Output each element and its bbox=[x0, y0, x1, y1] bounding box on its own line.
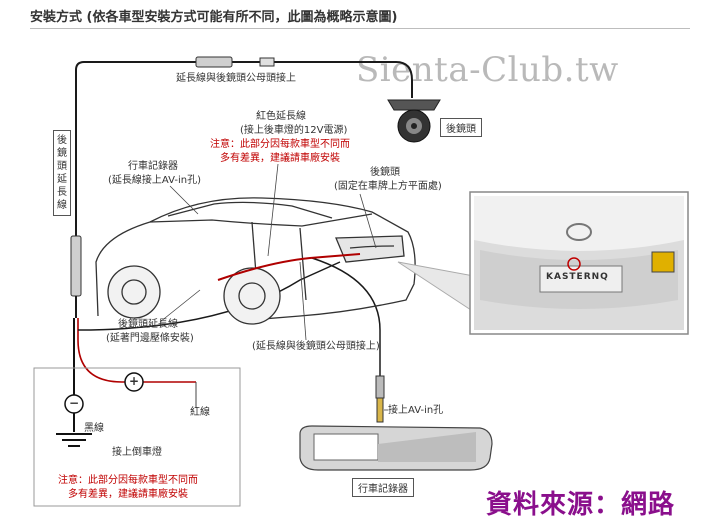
label-cam-ext-title: 後鏡頭延長線 bbox=[118, 319, 178, 330]
label-av-in: 接上AV-in孔 bbox=[388, 405, 444, 416]
label-ext-top: 延長線與後鏡頭公母頭接上 bbox=[176, 73, 296, 84]
label-cam-ext-sub: (延著門邊壓條安裝) bbox=[106, 333, 194, 344]
car-drawing bbox=[95, 197, 416, 325]
recorder-tag: 行車記錄器 bbox=[352, 478, 414, 497]
label-recorder-sub: (延長線接上AV-in孔) bbox=[108, 175, 201, 186]
plate-text: KASTERNQ bbox=[546, 272, 609, 282]
top-connector bbox=[195, 56, 233, 68]
recorder-cable bbox=[311, 257, 381, 376]
label-ext-bottom: (延長線與後鏡頭公母頭接上) bbox=[252, 341, 380, 352]
rear-plate-photo bbox=[469, 191, 689, 335]
label-recorder-title: 行車記錄器 bbox=[128, 161, 178, 172]
photo-pointer bbox=[397, 261, 475, 313]
ground-symbol bbox=[56, 412, 92, 447]
camera-extension-cable bbox=[75, 61, 413, 236]
rear-camera-drawing bbox=[387, 99, 441, 143]
label-red-ext-title: 紅色延長線 bbox=[256, 111, 306, 122]
plus-symbol: + bbox=[129, 374, 140, 388]
note-reverse-2: 多有差異，建議請車廠安裝 bbox=[68, 489, 188, 500]
minus-symbol: − bbox=[69, 396, 80, 410]
label-red-ext-sub: (接上後車燈的12V電源) bbox=[240, 125, 348, 136]
note-red-ext-1: 注意：此部分因每款車型不同而 bbox=[210, 139, 350, 150]
recorder-mirror bbox=[299, 425, 493, 471]
red-power-cable bbox=[217, 253, 361, 281]
vertical-cable-tag: 後鏡頭延長線 bbox=[53, 130, 71, 216]
red-wire-left bbox=[77, 318, 196, 383]
source-credit: 資料來源：網路 bbox=[486, 490, 676, 520]
note-reverse-1: 注意：此部分因每款車型不同而 bbox=[58, 475, 198, 486]
title-divider bbox=[30, 28, 690, 29]
label-reverse-light: 接上倒車燈 bbox=[112, 447, 162, 458]
label-red-wire: 紅線 bbox=[190, 407, 210, 418]
rear-camera-tag: 後鏡頭 bbox=[440, 118, 482, 137]
watermark: Sienta-Club.tw bbox=[356, 50, 619, 90]
note-red-ext-2: 多有差異，建議請車廠安裝 bbox=[220, 153, 340, 164]
label-black-wire: 黑線 bbox=[84, 423, 104, 434]
label-cam-fix-sub: (固定在車牌上方平面處) bbox=[334, 181, 442, 192]
label-cam-fix-title: 後鏡頭 bbox=[370, 167, 400, 178]
page-title: 安裝方式 (依各車型安裝方式可能有所不同，此圖為概略示意圖) bbox=[30, 10, 398, 25]
wiring-box bbox=[33, 367, 241, 507]
vertical-connector bbox=[70, 235, 82, 297]
